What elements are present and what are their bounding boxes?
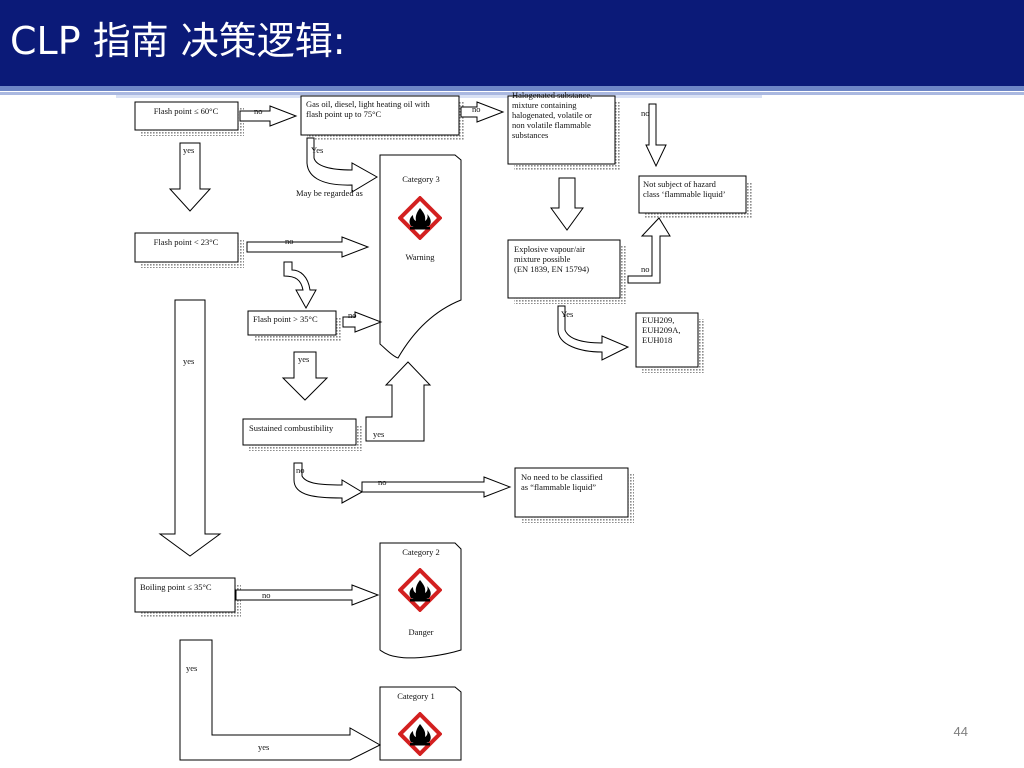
box-sustained-combustibility	[242, 418, 362, 451]
label-yes: yes	[373, 429, 384, 439]
arrow-gasoil-to-halogenated	[460, 101, 505, 123]
arrow-flash60-yes-down	[168, 142, 212, 212]
box-explosive-text-line-3: (EN 1839, EN 15794)	[514, 264, 589, 274]
box-not-subject-text-line-1: Not subject of hazard	[643, 179, 717, 189]
box-sustained-combustibility-frame	[242, 418, 357, 446]
arrow-flash23-no-to-category-3	[246, 236, 370, 258]
slide-title: CLP 指南 决策逻辑:	[10, 19, 346, 63]
box-not-subject	[638, 175, 752, 219]
box-explosive-text-line-1: Explosive vapour/air	[514, 244, 585, 254]
label-no: no	[378, 477, 387, 487]
box-halogenated-text-line-4: non volatile flammable	[512, 120, 591, 130]
box-explosive-text-line-2: mixture possible	[514, 254, 571, 264]
category-3-signal-word: Warning	[405, 252, 435, 262]
category-2-signal-word: Danger	[408, 627, 433, 637]
box-no-need-classified	[514, 467, 634, 523]
label-no: no	[472, 104, 481, 114]
title-underline-light	[0, 92, 1024, 95]
box-euh-text-line-1: EUH209,	[642, 315, 674, 325]
box-flash-point-35	[247, 310, 342, 341]
box-flash-point-23	[134, 232, 244, 268]
label-no: no	[262, 590, 271, 600]
label-no: no	[348, 310, 357, 320]
label-yes: yes	[258, 742, 269, 752]
box-explosive-frame	[507, 239, 621, 299]
label-may-be-regarded-as: May be regarded as	[296, 188, 363, 198]
box-euh-frame	[635, 312, 699, 368]
box-flash-point-60-text: Flash point ≤ 60°C	[154, 106, 219, 116]
box-halogenated-frame	[507, 95, 616, 165]
box-boiling-point-35-text: Boiling point ≤ 35°C	[140, 582, 212, 592]
arrow-sustained-yes-up	[365, 361, 432, 442]
label-yes-capital: Yes	[561, 309, 573, 319]
box-halogenated-text-line-2: mixture containing	[512, 100, 577, 110]
box-no-need-classified-text-line-2: as “flammable liquid”	[521, 482, 596, 492]
box-explosive	[507, 239, 626, 304]
arrow-flash23-bend-down	[283, 261, 317, 310]
label-no: no	[254, 106, 263, 116]
box-not-subject-frame	[638, 175, 747, 214]
box-euh	[635, 312, 704, 373]
arrow-halogenated-no-down	[645, 103, 667, 168]
box-gas-oil	[300, 95, 465, 141]
label-no: no	[296, 465, 305, 475]
box-halogenated-text-line-1: Halogenated substance,	[512, 90, 592, 100]
label-no: no	[641, 264, 650, 274]
box-no-need-classified-frame	[514, 467, 629, 518]
box-flash-point-23-frame	[134, 232, 239, 263]
box-not-subject-text-line-2: class ‘flammable liquid’	[643, 189, 726, 199]
box-halogenated-text-line-5: substances	[512, 130, 548, 140]
label-yes: yes	[298, 354, 309, 364]
arrow-flash35-no-to-category-3	[342, 311, 383, 333]
arrow-flash35-yes-down	[281, 351, 329, 401]
category-3-label: Category 3	[402, 174, 440, 184]
box-flash-point-60-frame	[134, 101, 239, 131]
title-bar	[0, 0, 1024, 86]
box-flash-point-60	[134, 101, 244, 136]
box-halogenated-text-line-3: halogenated, volatile or	[512, 110, 592, 120]
label-yes: yes	[183, 356, 194, 366]
box-sustained-combustibility-text: Sustained combustibility	[249, 423, 334, 433]
box-flash-point-35-text: Flash point > 35°C	[253, 314, 318, 324]
label-yes-capital: Yes	[311, 145, 323, 155]
box-flash-point-23-text: Flash point < 23°C	[154, 237, 219, 247]
box-boiling-point-35	[134, 577, 241, 618]
category-2-label: Category 2	[402, 547, 440, 557]
box-gas-oil-frame	[300, 95, 460, 136]
arrow-halogenated-yes-down	[550, 177, 584, 231]
box-halogenated	[507, 95, 621, 170]
box-euh-text-line-3: EUH018	[642, 335, 672, 345]
label-no: no	[641, 108, 650, 118]
label-no: no	[285, 236, 294, 246]
box-no-need-classified-text-line-1: No need to be classified	[521, 472, 603, 482]
box-flash-point-35-frame	[247, 310, 337, 336]
box-euh-text-line-2: EUH209A,	[642, 325, 680, 335]
arrow-sustained-no-to-no-need	[361, 476, 512, 498]
label-yes: yes	[183, 145, 194, 155]
arrow-boiling-yes-to-category-1	[179, 639, 382, 761]
category-1-label: Category 1	[397, 691, 435, 701]
arrow-flash60-to-gasoil	[239, 105, 298, 127]
arrow-explosive-no-up	[627, 217, 671, 284]
page-number: 44	[953, 724, 968, 739]
category-3-outline	[379, 154, 462, 359]
arrow-explosive-yes-to-euh	[557, 305, 630, 361]
box-gas-oil-text-line-2: flash point up to 75°C	[306, 109, 382, 119]
arrow-flash23-yes-long-down	[158, 299, 222, 557]
box-boiling-point-35-frame	[134, 577, 236, 613]
arrow-boiling-no-to-category-2	[235, 584, 380, 606]
box-gas-oil-text-line-1: Gas oil, diesel, light heating oil with	[306, 99, 430, 109]
label-yes: yes	[186, 663, 197, 673]
title-underline	[0, 86, 1024, 91]
arrow-gasoil-yes-to-category-3	[306, 137, 378, 193]
